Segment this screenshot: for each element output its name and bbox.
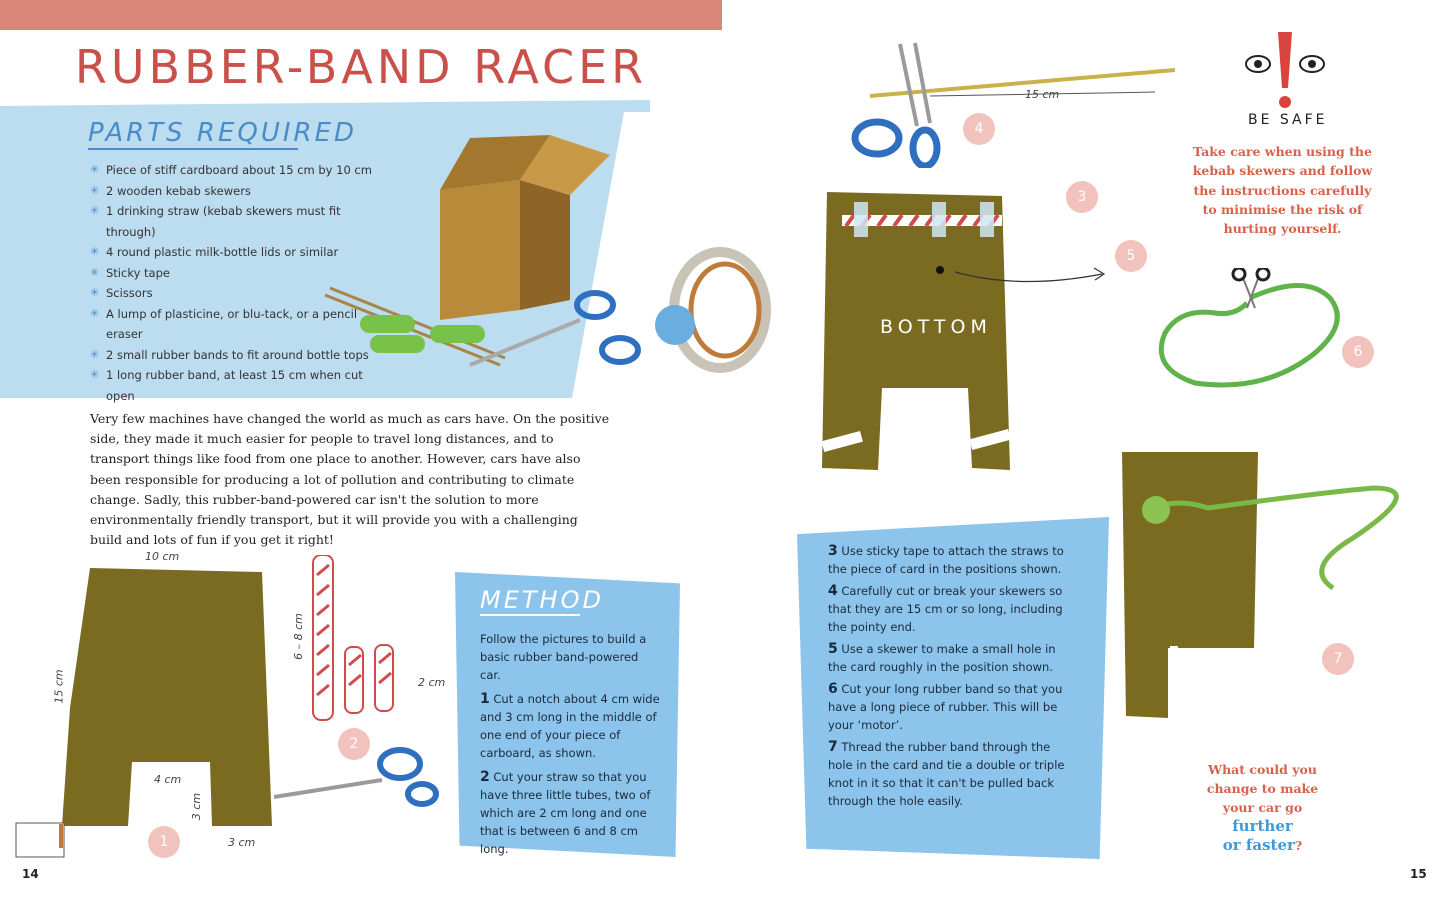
- method-heading: METHOD: [480, 586, 604, 614]
- top-color-band: [0, 0, 722, 30]
- straw-pieces-icon: [312, 555, 394, 721]
- method-step: 3 Use sticky tape to attach the straws t…: [828, 543, 1064, 576]
- scissors-icon: [273, 747, 439, 807]
- list-item: ✳2 small rubber bands to fit around bott…: [90, 345, 380, 366]
- steps-panel: [797, 517, 1109, 859]
- method-step: 2 Cut your straw so that you have three …: [480, 769, 651, 856]
- cardboard-notched-icon: [62, 568, 272, 826]
- step-badge-6: 6: [1342, 336, 1374, 368]
- list-item: ✳4 round plastic milk-bottle lids or sim…: [90, 242, 380, 263]
- list-item: ✳A lump of plasticine, or blu-tack, or a…: [90, 304, 380, 345]
- scissors-icon: [469, 290, 641, 367]
- method-steps-left: Follow the pictures to build a basic rub…: [480, 630, 660, 864]
- step-badge-1: 1: [148, 826, 180, 858]
- notch-height-label: 3 cm: [190, 792, 204, 821]
- leg-width-label: 3 cm: [228, 836, 256, 849]
- bottom-label: BOTTOM: [880, 316, 992, 338]
- step-badge-5: 5: [1115, 240, 1147, 272]
- page-number-left: 14: [22, 867, 39, 881]
- bullet-star-icon: ✳: [90, 163, 100, 176]
- step-badge-7: 7: [1322, 643, 1354, 675]
- parts-illustration: [324, 135, 771, 373]
- list-item: ✳1 long rubber band, at least 15 cm when…: [90, 365, 380, 406]
- method-step: 1 Cut a notch about 4 cm wide and 3 cm l…: [480, 691, 660, 760]
- card-with-motor-icon: [1122, 452, 1399, 718]
- method-step: 5 Use a skewer to make a small hole in t…: [828, 641, 1056, 674]
- method-step: 7 Thread the rubber band through the hol…: [828, 739, 1065, 808]
- notch-width-label: 4 cm: [154, 773, 182, 786]
- parts-heading: PARTS REQUIRED: [88, 118, 358, 148]
- method-step: 6 Cut your long rubber band so that you …: [828, 681, 1063, 732]
- method-heading-underline: [480, 614, 580, 616]
- straw-short-label: 2 cm: [418, 676, 446, 689]
- cut-rubber-band-icon: [1158, 268, 1340, 388]
- bullet-star-icon: ✳: [90, 265, 100, 279]
- method-intro: Follow the pictures to build a basic rub…: [480, 632, 647, 682]
- hole-arrow-icon: [954, 267, 1106, 283]
- list-item: ✳Scissors: [90, 283, 380, 304]
- step-badge-2: 2: [338, 728, 370, 760]
- list-item: ✳Piece of stiff cardboard about 15 cm by…: [90, 160, 380, 181]
- safety-text: Take care when using the kebab skewers a…: [1192, 144, 1373, 237]
- straw-long-label: 6 – 8 cm: [291, 613, 305, 660]
- cardboard-box-icon: [440, 135, 610, 320]
- page-number-right: 15: [1410, 867, 1427, 881]
- step-badge-3: 3: [1066, 181, 1098, 213]
- be-safe-heading: BE SAFE: [1248, 112, 1328, 128]
- warning-eyes-icon: [1245, 32, 1325, 108]
- question-text: What could you change to make your car g…: [1206, 762, 1319, 854]
- skewer-length-label: 15 cm: [1025, 88, 1060, 101]
- list-item: ✳1 drinking straw (kebab skewers must fi…: [90, 201, 380, 242]
- bullet-star-icon: ✳: [90, 368, 100, 381]
- bullet-star-icon: ✳: [90, 245, 100, 258]
- thumbnail-icon: [15, 822, 65, 858]
- step-badge-4: 4: [963, 113, 995, 145]
- bullet-star-icon: ✳: [90, 183, 100, 197]
- milk-lid-icon: [655, 305, 695, 345]
- card-width-label: 10 cm: [145, 550, 180, 563]
- bullet-star-icon: ✳: [90, 306, 100, 320]
- parts-heading-underline: [88, 148, 298, 150]
- cardboard-bottom-icon: [822, 192, 1011, 470]
- method-steps-right: 3 Use sticky tape to attach the straws t…: [828, 542, 1073, 814]
- bullet-star-icon: ✳: [90, 204, 100, 217]
- parts-list: ✳Piece of stiff cardboard about 15 cm by…: [90, 160, 380, 406]
- rubber-bands-icon: [360, 315, 485, 353]
- method-step: 4 Carefully cut or break your skewers so…: [828, 583, 1063, 634]
- bullet-star-icon: ✳: [90, 286, 100, 299]
- bullet-star-icon: ✳: [90, 347, 100, 361]
- method-panel: [455, 572, 680, 857]
- skewer-and-scissors-icon: [851, 42, 1176, 168]
- list-item: ✳2 wooden kebab skewers: [90, 181, 380, 202]
- page-title: RUBBER-BAND RACER: [74, 40, 648, 94]
- list-item: ✳Sticky tape: [90, 263, 380, 284]
- intro-paragraph: Very few machines have changed the world…: [90, 411, 610, 548]
